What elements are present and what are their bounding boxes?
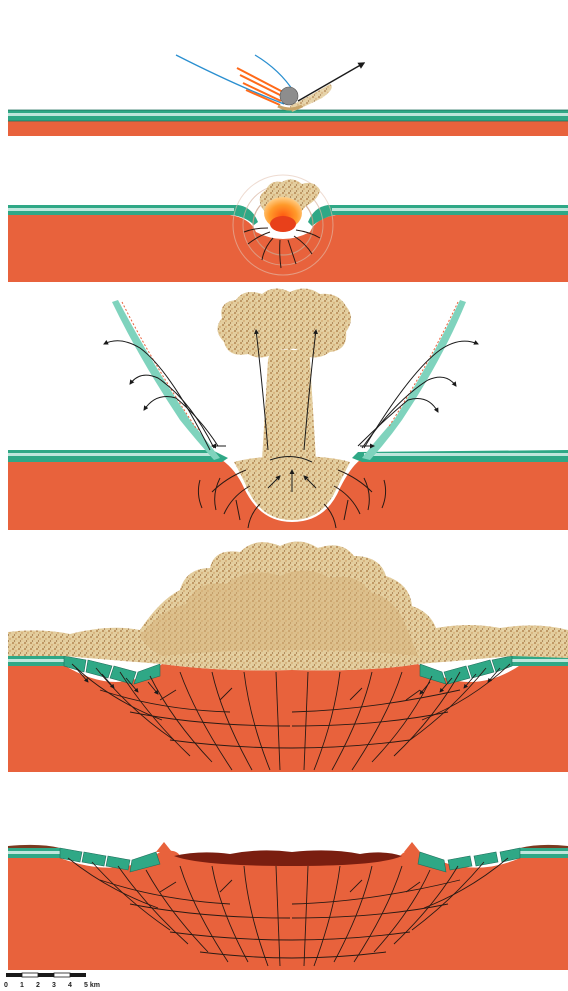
bedrock-layer [8, 851, 568, 970]
scale-tick-label: 1 [20, 982, 24, 989]
panel-compression-stage [8, 175, 568, 282]
panel-contact-stage [8, 55, 568, 136]
scale-tick-label: 5 km [84, 982, 100, 989]
panel-excavation-stage [8, 288, 568, 530]
panel-modification-stage [8, 842, 568, 970]
ejecta-trajectories-left [104, 341, 218, 450]
vapor-plume-cap [217, 288, 351, 357]
scale-tick-label: 2 [36, 982, 40, 989]
crater-rim-peak [404, 842, 420, 852]
scale-tick-label: 0 [4, 982, 8, 989]
ejection-arrow [298, 63, 364, 101]
bedrock-layer [8, 664, 568, 772]
scale-bar: 0 1 2 3 4 5 km [4, 973, 100, 989]
light-band [8, 113, 568, 116]
impactor-trajectory-line [176, 55, 284, 104]
crater-rim-peak [156, 842, 172, 852]
scale-tick-label: 4 [68, 982, 72, 989]
impactor [280, 87, 298, 105]
ejecta-curtain [112, 300, 220, 460]
bedrock-layer [8, 121, 568, 136]
panel-collapse-stage [8, 541, 568, 772]
scale-tick-label: 3 [52, 982, 56, 989]
heat-streak [237, 68, 283, 92]
